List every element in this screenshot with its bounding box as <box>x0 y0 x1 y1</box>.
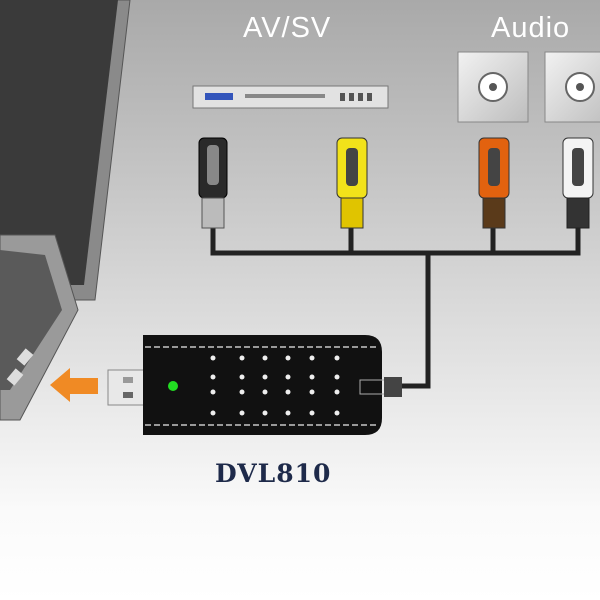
dvd-player-icon <box>192 85 389 109</box>
vent-dot <box>239 410 245 416</box>
vent-dot <box>285 389 291 395</box>
vent-dot <box>334 355 340 361</box>
audio-label: Audio <box>491 12 571 44</box>
vent-dot <box>239 355 245 361</box>
vent-dot <box>285 410 291 416</box>
model-name: DVL810 <box>215 459 332 488</box>
yellow-rca-plug <box>336 137 368 229</box>
vent-dot <box>309 355 315 361</box>
vent-dot <box>285 355 291 361</box>
laptop <box>0 0 131 421</box>
vent-dot <box>334 374 340 380</box>
vent-dot <box>210 389 216 395</box>
cable-wires <box>210 228 581 389</box>
vent-dot <box>285 374 291 380</box>
av-sv-label: AV/SV <box>243 12 332 44</box>
orange-rca-plug <box>478 137 510 229</box>
vent-dot <box>262 374 268 380</box>
arrow-left-icon <box>50 368 98 402</box>
vent-dot <box>334 389 340 395</box>
usb-capture-dongle <box>107 335 402 435</box>
vent-dot <box>262 389 268 395</box>
vent-dot <box>334 410 340 416</box>
white-rca-plug <box>562 137 594 229</box>
vent-dot <box>309 389 315 395</box>
vent-dot <box>309 410 315 416</box>
vent-dot <box>239 374 245 380</box>
vent-dot <box>210 355 216 361</box>
vent-dot <box>239 389 245 395</box>
svideo-plug <box>198 137 228 229</box>
led-indicator <box>168 381 178 391</box>
vent-dot <box>262 355 268 361</box>
vent-dot <box>210 410 216 416</box>
vent-dot <box>309 374 315 380</box>
vent-dot <box>262 410 268 416</box>
audio-jack-icon <box>457 51 600 123</box>
vent-dot <box>210 374 216 380</box>
